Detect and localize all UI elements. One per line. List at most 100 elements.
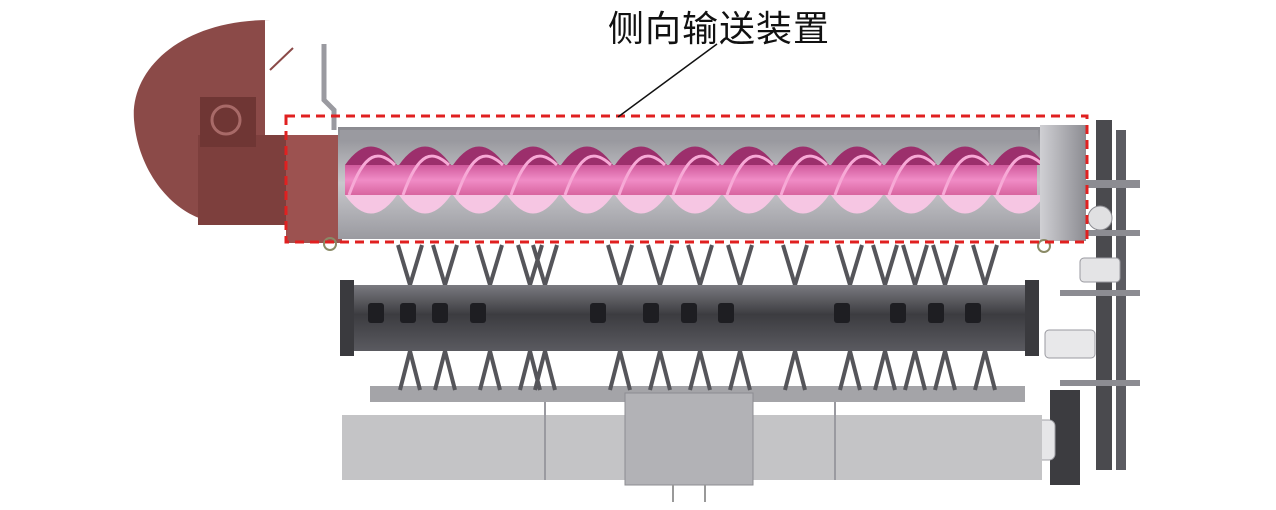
auger-flight-edge: [887, 154, 937, 196]
auger-flight-edge: [401, 154, 451, 196]
auger-flight-top: [777, 146, 829, 165]
drum-lug: [928, 303, 944, 323]
lower-tine: [903, 350, 927, 391]
auger-flight-top: [669, 146, 721, 165]
drum-lug: [368, 303, 384, 323]
lower-tine: [398, 350, 422, 391]
drive-hub: [1087, 205, 1113, 231]
right-bar-2: [1060, 230, 1140, 236]
lower-tine: [478, 350, 502, 391]
hinge-right: [1037, 239, 1051, 253]
upper-tine: [476, 244, 504, 292]
auger-flight-bottom: [507, 195, 559, 214]
drum-lug: [643, 303, 659, 323]
auger-flight-top: [507, 146, 559, 165]
auger-flight-edge: [671, 154, 721, 196]
upper-tine: [726, 244, 754, 292]
vertical-pipe: [321, 44, 337, 130]
lower-tine: [688, 350, 712, 391]
center-housing: [624, 392, 754, 486]
trough-lip: [340, 130, 1038, 140]
auger-flight-edge: [833, 154, 883, 196]
conveyor-end-cap: [1040, 125, 1086, 241]
motor-flange: [210, 104, 242, 136]
auger-flight-bottom: [831, 195, 883, 214]
right-bar-3: [1060, 290, 1140, 296]
blower-motor: [200, 97, 256, 147]
lower-tine: [873, 350, 897, 391]
auger-flight-top: [885, 146, 937, 165]
upper-tine: [901, 244, 929, 292]
drum-lug: [470, 303, 486, 323]
auger-flight-edge: [563, 154, 613, 196]
upper-tine: [686, 244, 714, 292]
auger-flight-bottom: [939, 195, 991, 214]
side-conveyor: [286, 125, 1113, 253]
lower-tine: [608, 350, 632, 391]
right-bracket: [1079, 257, 1121, 283]
auger-flight-bottom: [561, 195, 613, 214]
lower-tine: [783, 350, 807, 391]
upper-tine: [871, 244, 899, 292]
auger-flight-top: [561, 146, 613, 165]
right-post-b: [1116, 130, 1126, 470]
drum-lug: [432, 303, 448, 323]
auger-flight-edge: [725, 154, 775, 196]
auger-flight-bottom: [777, 195, 829, 214]
lower-tine: [433, 350, 457, 391]
right-bar-1: [1060, 180, 1140, 188]
upper-tine: [606, 244, 634, 292]
drum-lug: [590, 303, 606, 323]
callout-label: 侧向输送装置: [608, 9, 831, 50]
rotor-drum: [340, 280, 1039, 356]
conveyor-inlet: [286, 135, 342, 243]
upper-tine: [431, 244, 459, 292]
lower-tine: [838, 350, 862, 391]
drum-lug: [890, 303, 906, 323]
lower-frame: [342, 386, 1042, 502]
drum-lug: [681, 303, 697, 323]
upper-tine: [396, 244, 424, 292]
auger-flight-top: [345, 146, 397, 165]
auger-flight-edge: [779, 154, 829, 196]
auger-flight-top: [453, 146, 505, 165]
auger-shaft: [345, 165, 1037, 195]
auger-flight-bottom: [615, 195, 667, 214]
auger-flight-bottom: [885, 195, 937, 214]
auger-flight-edge: [617, 154, 667, 196]
lower-tine: [728, 350, 752, 391]
auger-flight-bottom: [669, 195, 721, 214]
auger-screw: [345, 146, 1045, 214]
auger-flight-top: [993, 146, 1045, 165]
drum-lug: [718, 303, 734, 323]
upper-tine: [836, 244, 864, 292]
lower-tine: [533, 350, 557, 391]
auger-flight-edge: [509, 154, 559, 196]
hood-lip: [269, 47, 294, 71]
upper-tine: [931, 244, 959, 292]
auger-flight-edge: [941, 154, 991, 196]
drum-lug: [834, 303, 850, 323]
auger-flight-top: [939, 146, 991, 165]
right-bearing: [1044, 329, 1096, 359]
auger-flight-bottom: [993, 195, 1045, 214]
auger-flight-edge: [455, 154, 505, 196]
leader-line: [617, 43, 718, 118]
auger-flight-top: [723, 146, 775, 165]
drum-lugs: [368, 303, 981, 323]
auger-flight-bottom: [399, 195, 451, 214]
right-bar-4: [1060, 380, 1140, 386]
drum-end-right: [1025, 280, 1039, 356]
auger-flight-edge: [995, 154, 1045, 196]
auger-flight-bottom: [453, 195, 505, 214]
auger-flight-top: [831, 146, 883, 165]
lower-tine: [933, 350, 957, 391]
drum-end-left: [340, 280, 354, 356]
lower-tine: [648, 350, 672, 391]
drum-lug: [400, 303, 416, 323]
drum-lug: [965, 303, 981, 323]
auger-flight-top: [615, 146, 667, 165]
auger-flight-edge: [347, 154, 397, 196]
